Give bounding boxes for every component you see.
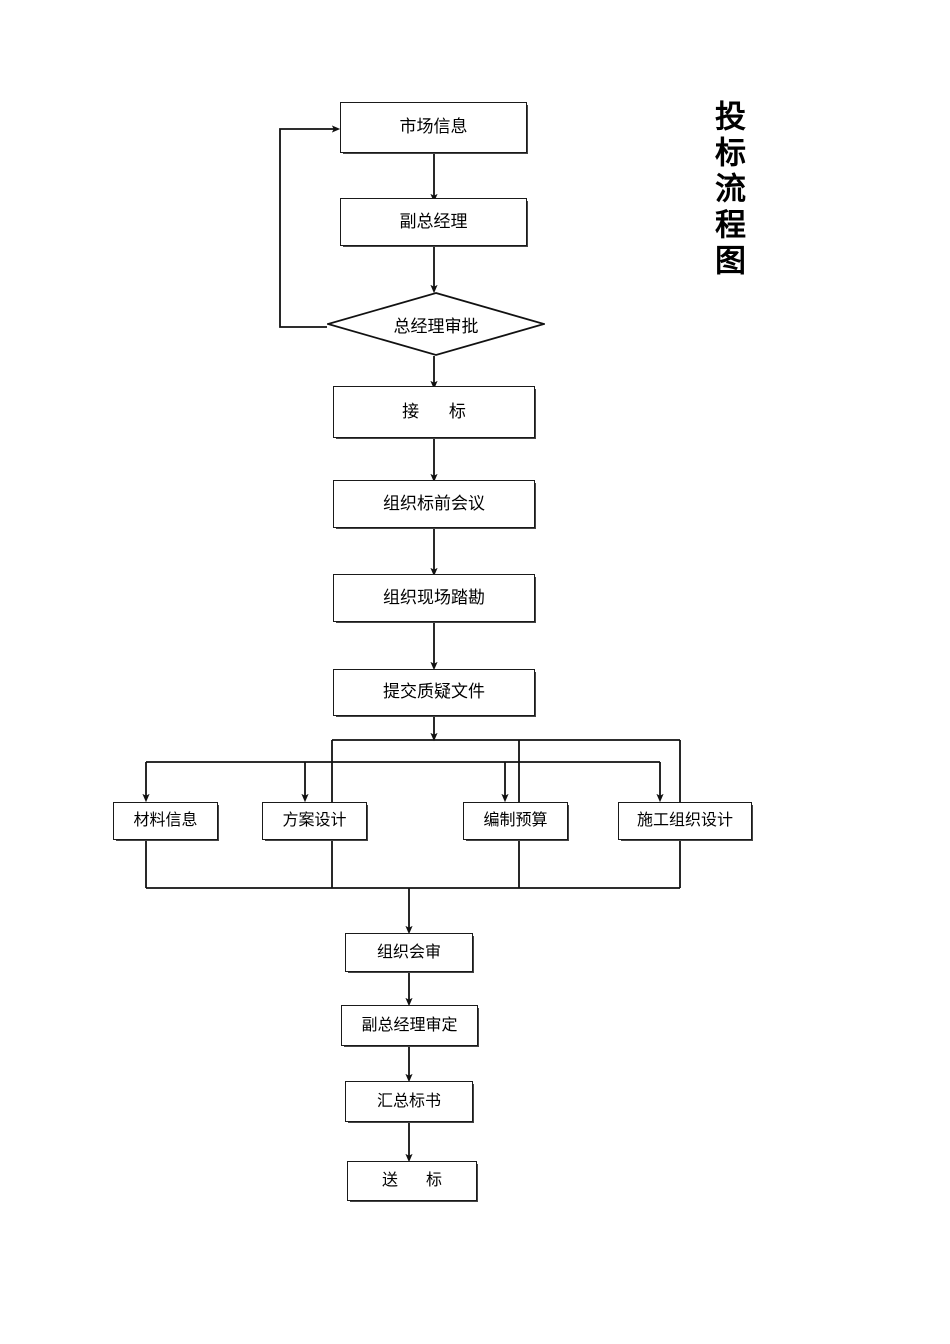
node-pre-bid-meeting[interactable]: 组织标前会议 bbox=[333, 480, 535, 528]
node-label: 材料信息 bbox=[133, 812, 198, 830]
node-construction-org-design[interactable]: 施工组织设计 bbox=[618, 802, 752, 840]
node-label: 接 标 bbox=[402, 401, 479, 421]
node-submit-query[interactable]: 提交质疑文件 bbox=[333, 669, 535, 716]
node-compile-bid[interactable]: 汇总标书 bbox=[345, 1081, 473, 1122]
node-label: 市场信息 bbox=[399, 117, 468, 137]
diamond-shape bbox=[327, 292, 545, 356]
node-joint-review[interactable]: 组织会审 bbox=[345, 933, 473, 972]
node-label: 副总经理审定 bbox=[361, 1016, 458, 1034]
node-scheme-design[interactable]: 方案设计 bbox=[262, 802, 367, 840]
node-gm-approval[interactable]: 总经理审批 bbox=[327, 292, 545, 356]
node-label: 提交质疑文件 bbox=[383, 682, 485, 702]
node-label: 送 标 bbox=[381, 1172, 454, 1190]
node-label: 组织现场踏勘 bbox=[383, 587, 485, 607]
node-material-info[interactable]: 材料信息 bbox=[113, 802, 218, 840]
node-deputy-gm-final[interactable]: 副总经理审定 bbox=[341, 1005, 478, 1046]
node-label: 总经理审批 bbox=[393, 316, 479, 336]
page-title: 投标流程图 bbox=[710, 100, 745, 280]
node-accept-bid[interactable]: 接 标 bbox=[333, 386, 535, 438]
node-deputy-gm[interactable]: 副总经理 bbox=[340, 198, 527, 246]
node-label: 汇总标书 bbox=[376, 1092, 441, 1110]
node-market-info[interactable]: 市场信息 bbox=[340, 102, 527, 153]
node-label: 编制预算 bbox=[483, 812, 548, 830]
node-label: 副总经理 bbox=[399, 211, 468, 231]
node-label: 组织标前会议 bbox=[383, 493, 485, 513]
node-label: 方案设计 bbox=[282, 812, 347, 830]
node-deliver-bid[interactable]: 送 标 bbox=[347, 1161, 477, 1201]
node-label: 组织会审 bbox=[376, 943, 441, 961]
node-site-survey[interactable]: 组织现场踏勘 bbox=[333, 574, 535, 622]
node-label: 施工组织设计 bbox=[636, 812, 733, 830]
node-budget-prep[interactable]: 编制预算 bbox=[463, 802, 568, 840]
